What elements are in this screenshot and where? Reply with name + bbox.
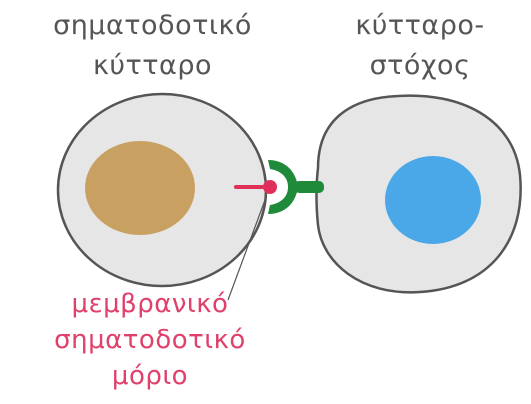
signal-molecule-label: μεμβρανικό σηματοδοτικό μόριο bbox=[30, 286, 270, 394]
signaling-cell-label: σηματοδοτικό κύτταρο bbox=[20, 6, 285, 86]
signaling-cell-nucleus bbox=[85, 141, 195, 235]
target-cell-nucleus bbox=[385, 156, 481, 244]
signaling-cell-label-line-1: σηματοδοτικό bbox=[20, 6, 285, 46]
signaling-cell-label-line-2: κύτταρο bbox=[20, 46, 285, 86]
signal-molecule-label-line-1: μεμβρανικό bbox=[30, 286, 270, 322]
target-cell-label-line-1: κύτταρο- bbox=[330, 6, 510, 46]
target-cell-label: κύτταρο- στόχος bbox=[330, 6, 510, 86]
target-cell-label-line-2: στόχος bbox=[330, 46, 510, 86]
signal-molecule-label-line-2: σηματοδοτικό bbox=[30, 322, 270, 358]
signal-molecule-label-line-3: μόριο bbox=[30, 358, 270, 394]
signal-molecule-icon bbox=[263, 180, 277, 194]
